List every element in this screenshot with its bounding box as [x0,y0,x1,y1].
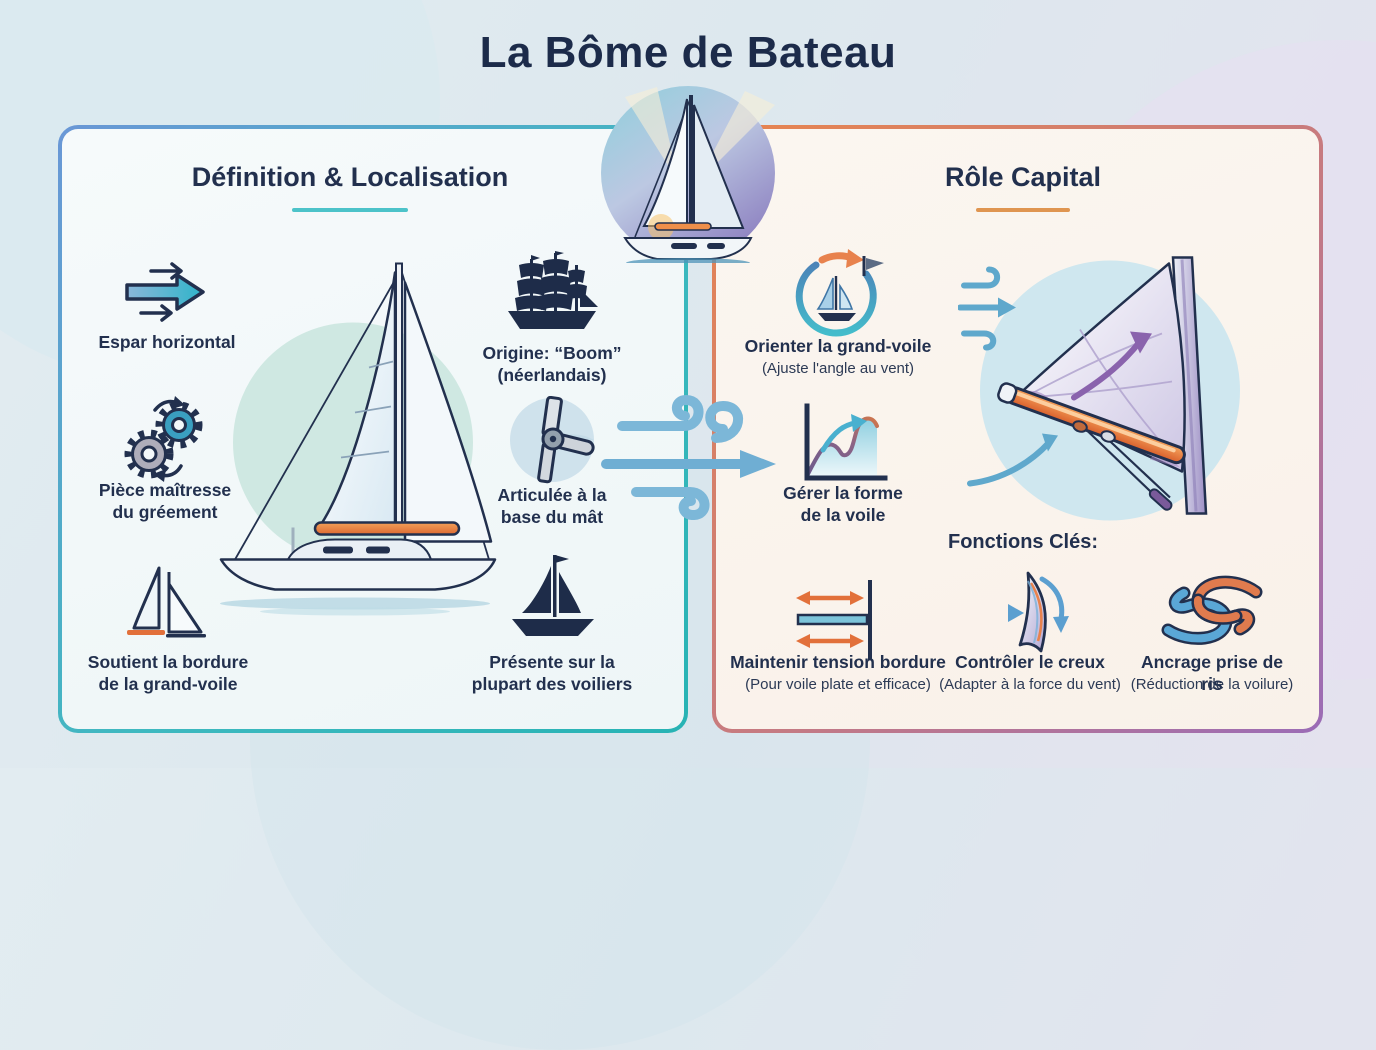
maintenir-sub: (Pour voile plate et efficace) [745,676,931,693]
boom-sail-illustration [958,246,1258,531]
espar-label: Espar horizontal [98,332,236,352]
rotate-boat-icon [790,248,886,344]
tension-arrows-icon [790,574,886,666]
fonctions-heading: Fonctions Clés: [947,531,1099,553]
orienter-label: Orienter la grand-voile [744,336,932,356]
triple-arrow-right-icon [117,259,217,325]
definition-header: Définition & Localisation [191,162,509,192]
small-sails-boom-icon [119,562,211,654]
controler-label: Contrôler le creux [955,652,1105,672]
sailboat-emblem [595,77,781,263]
sail-draft-icon [984,569,1076,661]
gerer-label: Gérer la forme de la voile [783,483,903,525]
role-header: Rôle Capital [944,162,1102,192]
wind-swirl-icon [592,384,788,520]
controler-sub: (Adapter à la force du vent) [939,676,1121,693]
orange-underline [976,208,1070,212]
teal-underline [292,208,408,212]
reef-knot-icon [1160,572,1264,650]
maintenir-label: Maintenir tension bordure [730,652,946,672]
ancrage-sub: (Réduction de la voilure) [1130,676,1294,693]
articulee-label: Articulée à la base du mât [497,485,607,527]
piece-label: Pièce maîtresse du gréement [98,480,232,522]
page-title: La Bôme de Bateau [479,28,897,77]
sailboat-illustration [203,228,513,623]
sailboat-silhouette-icon [506,552,598,648]
origine-label: Origine: “Boom” (néerlandais) [482,343,622,385]
gears-icon [119,394,211,486]
presente-label: Présente sur la plupart des voiliers [471,652,633,694]
gooseneck-joint-icon [508,396,596,484]
soutient-label: Soutient la bordure de la grand-voile [87,652,249,694]
ancrage-label: Ancrage prise de ris [1141,652,1283,694]
sail-shape-chart-icon [793,398,893,488]
tall-ship-icon [502,251,602,339]
orienter-sub: (Ajuste l'angle au vent) [761,360,915,377]
